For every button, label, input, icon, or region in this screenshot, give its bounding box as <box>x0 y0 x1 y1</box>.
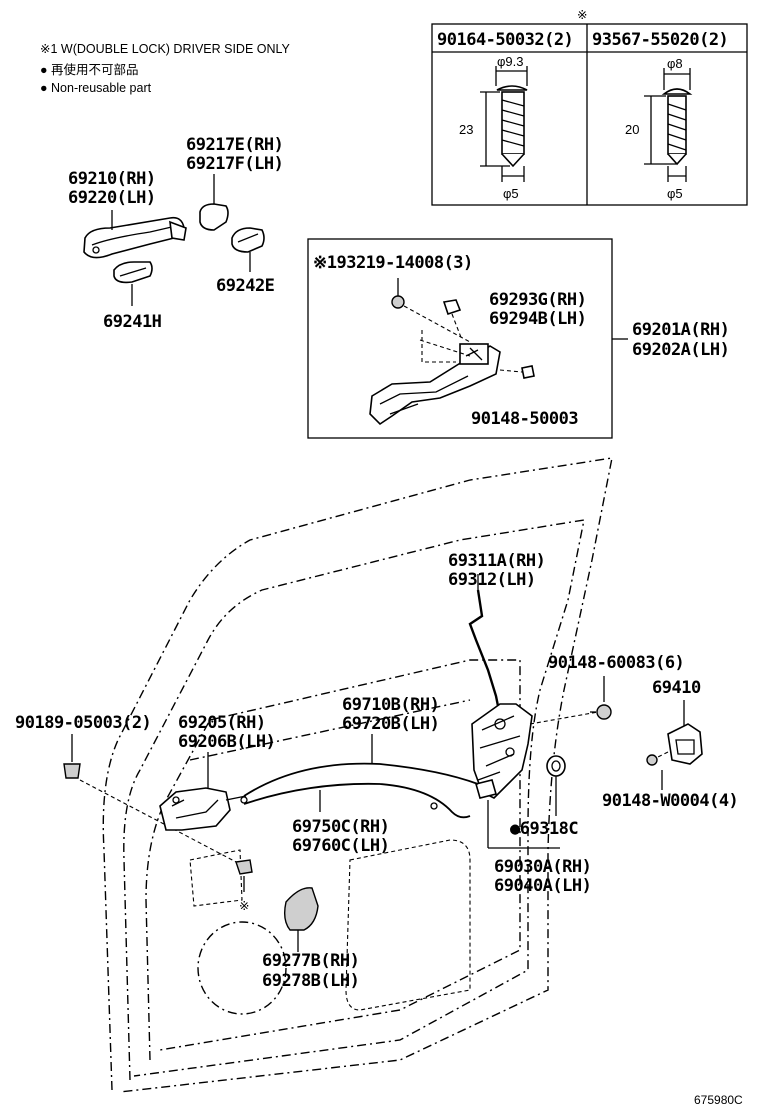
label-90148-60083: 90148-60083(6) <box>548 653 684 673</box>
label-69760c: 69760C(LH) <box>292 836 389 856</box>
label-90189: 90189-05003(2) <box>15 713 151 733</box>
label-69220: 69220(LH) <box>68 188 156 208</box>
label-69217e: 69217E(RH) <box>186 135 283 155</box>
spec-table <box>431 23 748 206</box>
grommet-69318c-drawing <box>546 755 566 816</box>
label-69318c: ●69318C <box>510 819 578 839</box>
clip-90189-drawing <box>63 734 241 865</box>
spec-table-star: ※ <box>577 8 587 22</box>
note-double-lock: ※1 W(DOUBLE LOCK) DRIVER SIDE ONLY <box>40 42 291 56</box>
note-non-reusable-jp: ● 再使用不可部品 <box>40 62 139 77</box>
screw-90148-60083-drawing <box>590 676 612 720</box>
screw-star-drawing <box>235 859 253 892</box>
label-69278b: 69278B(LH) <box>262 971 359 991</box>
outside-handle-drawing <box>83 210 187 259</box>
label-69217f: 69217F(LH) <box>186 154 283 174</box>
handle-frame-drawing <box>369 278 535 426</box>
label-69242e: 69242E <box>216 276 275 296</box>
screw-93567-drawing <box>644 68 693 182</box>
label-69294b: 69294B(LH) <box>489 309 586 329</box>
screw2-length: 20 <box>625 122 639 137</box>
spec-col2-header: 93567-55020(2) <box>592 30 728 50</box>
screw2-head-dia: φ8 <box>667 56 683 71</box>
screw1-head-dia: φ9.3 <box>497 54 524 69</box>
handle-pad-69241h-drawing <box>113 261 153 306</box>
label-193219: ※193219-14008(3) <box>313 253 473 273</box>
note-non-reusable-en: ● Non-reusable part <box>40 81 152 95</box>
label-69312: 69312(LH) <box>448 570 536 590</box>
spec-col1-header: 90164-50032(2) <box>437 30 573 50</box>
label-69206b: 69206B(LH) <box>178 732 275 752</box>
diagram-code: 675980C <box>694 1093 743 1107</box>
label-69293g: 69293G(RH) <box>489 290 586 310</box>
label-69277b: 69277B(RH) <box>262 951 359 971</box>
label-69201a: 69201A(RH) <box>632 320 729 340</box>
screw-90164-drawing <box>480 66 528 182</box>
lock-rod-drawing <box>468 574 502 717</box>
inside-handle-drawing <box>159 752 247 831</box>
label-69030a: 69030A(RH) <box>494 857 591 877</box>
screw1-length: 23 <box>459 122 473 137</box>
striker-69410-drawing <box>646 700 703 790</box>
label-69410: 69410 <box>652 678 701 698</box>
label-69202a: 69202A(LH) <box>632 340 729 360</box>
label-69720b: 69720B(LH) <box>342 714 439 734</box>
handle-pad-69242e-drawing <box>231 227 265 272</box>
label-69040a: 69040A(LH) <box>494 876 591 896</box>
screw1-shank-dia: φ5 <box>503 186 519 201</box>
label-69210: 69210(RH) <box>68 169 156 189</box>
label-90148-w0004: 90148-W0004(4) <box>602 791 738 811</box>
label-69750c: 69750C(RH) <box>292 817 389 837</box>
handle-cover-69217-drawing <box>199 174 229 231</box>
label-69241h: 69241H <box>103 312 162 332</box>
door-lock-drawing <box>471 703 599 849</box>
cables-drawing <box>240 734 479 819</box>
label-69710b: 69710B(RH) <box>342 695 439 715</box>
star-mark: ※ <box>239 899 249 913</box>
door-outline-drawing <box>102 457 613 1093</box>
label-69311a: 69311A(RH) <box>448 551 545 571</box>
cover-69277b-drawing <box>283 887 319 952</box>
label-90148-50003: 90148-50003 <box>471 409 578 429</box>
label-69205: 69205(RH) <box>178 713 266 733</box>
screw2-shank-dia: φ5 <box>667 186 683 201</box>
